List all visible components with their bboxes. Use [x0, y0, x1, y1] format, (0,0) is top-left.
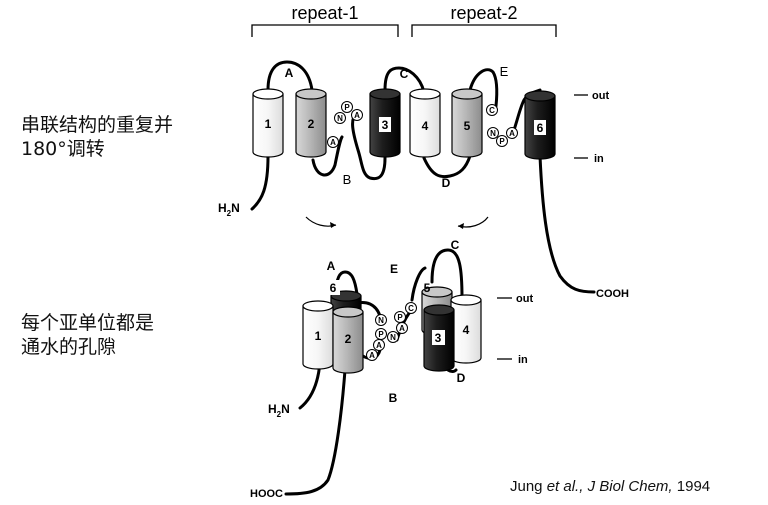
- bottom-npa-motif-right: C P N A: [387, 302, 417, 343]
- svg-text:N: N: [378, 316, 384, 325]
- helix-label: 2: [345, 332, 352, 346]
- helix-label: 1: [315, 329, 322, 343]
- top-npa-motif-2: C N P A: [486, 104, 518, 147]
- bottom-loop-label-b: B: [389, 391, 398, 405]
- helix-label: 5: [464, 119, 471, 133]
- bottom-npa-motif-left: N P A A: [366, 314, 387, 361]
- residue-circle: N: [487, 127, 499, 139]
- citation-journal: J Biol Chem,: [587, 478, 673, 495]
- top-c-terminus: COOH: [596, 288, 629, 300]
- residue-circle: N: [387, 331, 399, 343]
- residue-circle: A: [351, 109, 363, 121]
- top-out-label: out: [592, 90, 609, 102]
- svg-text:P: P: [397, 313, 403, 322]
- top-in-label: in: [594, 153, 604, 165]
- loop-label-a: A: [285, 66, 294, 80]
- top-helix-3: 3: [369, 88, 401, 158]
- svg-text:A: A: [369, 351, 375, 360]
- helix-label: 1: [265, 117, 272, 131]
- loop-label-e: E: [500, 64, 509, 79]
- loop-label-d: D: [442, 176, 451, 190]
- bottom-helix-3: 3: [423, 304, 455, 372]
- loop-label-b: B: [343, 172, 352, 187]
- svg-text:C: C: [408, 304, 414, 313]
- citation-year: 1994: [676, 478, 711, 495]
- svg-text:H2N: H2N: [218, 201, 240, 218]
- bottom-helix-2: 2: [332, 306, 364, 374]
- bottom-loop-label-d: D: [457, 371, 466, 385]
- residue-circle: N: [334, 112, 346, 124]
- top-helix-5: 5: [451, 88, 483, 158]
- helix-label: 6: [330, 281, 337, 295]
- residue-circle: P: [341, 101, 353, 113]
- residue-circle: A: [396, 322, 408, 334]
- repeat-caption: 串联结构的重复并 180°调转: [21, 113, 173, 161]
- top-helix-4: 4: [409, 88, 441, 158]
- helix-label: 4: [463, 323, 470, 337]
- svg-text:A: A: [509, 129, 515, 138]
- helix-label: 2: [308, 117, 315, 131]
- residue-circle: N: [375, 314, 387, 326]
- bottom-loop-label-e: E: [390, 262, 398, 276]
- svg-text:A: A: [354, 111, 360, 120]
- bottom-helix-4: 4: [450, 294, 482, 364]
- svg-text:N: N: [390, 333, 396, 342]
- pore-caption-line-1: 每个亚单位都是: [21, 312, 155, 334]
- top-helix-6: 6: [524, 90, 556, 160]
- repeat-brackets: [251, 24, 557, 37]
- arrowhead-left: [330, 222, 336, 228]
- helix-label: 6: [537, 121, 544, 135]
- top-loops: [250, 60, 596, 294]
- bottom-out-label: out: [516, 293, 533, 305]
- helix-label: 4: [422, 119, 429, 133]
- residue-circle: P: [375, 328, 387, 340]
- svg-text:P: P: [499, 137, 505, 146]
- residue-circle: A: [327, 136, 339, 148]
- residue-circle: P: [394, 311, 406, 323]
- top-helix-2: 2: [295, 88, 327, 158]
- svg-text:A: A: [399, 324, 405, 333]
- arrowhead-right: [458, 223, 464, 229]
- svg-text:N: N: [337, 114, 343, 123]
- residue-circle: C: [405, 302, 417, 314]
- residue-circle: P: [496, 135, 508, 147]
- svg-text:P: P: [378, 330, 384, 339]
- citation-etal: et al.,: [546, 478, 584, 495]
- repeat-1-label: repeat-1: [291, 3, 358, 23]
- bottom-c-terminus: HOOC: [250, 488, 283, 500]
- top-n-terminus: H2N: [218, 201, 240, 218]
- bottom-n-terminus: H2N: [268, 402, 290, 419]
- svg-text:H2N: H2N: [268, 402, 290, 419]
- pore-caption: 每个亚单位都是 通水的孔隙: [21, 311, 154, 359]
- svg-text:N: N: [490, 129, 496, 138]
- residue-circle: A: [366, 349, 378, 361]
- residue-circle: A: [373, 339, 385, 351]
- helix-label: 3: [435, 331, 442, 345]
- svg-text:A: A: [330, 138, 336, 147]
- top-helix-1: 1: [252, 88, 284, 158]
- repeat-2-label: repeat-2: [450, 3, 517, 23]
- bottom-loop-label-c: C: [451, 238, 460, 252]
- helix-label: 5: [424, 281, 431, 295]
- loop-label-c: C: [400, 67, 409, 81]
- repeat-caption-line-2: 180°调转: [21, 138, 105, 160]
- bottom-in-label: in: [518, 354, 528, 366]
- svg-text:A: A: [376, 341, 382, 350]
- residue-circle: A: [506, 127, 518, 139]
- svg-text:C: C: [489, 106, 495, 115]
- repeat-caption-line-1: 串联结构的重复并: [21, 114, 174, 136]
- bottom-loop-label-a: A: [327, 259, 336, 273]
- citation: Jung et al., J Biol Chem, 1994: [510, 478, 710, 495]
- residue-circle: C: [486, 104, 498, 116]
- bottom-helix-1: 1: [302, 300, 334, 370]
- svg-text:P: P: [344, 103, 350, 112]
- helix-label: 3: [382, 118, 389, 132]
- citation-authors: Jung: [510, 478, 543, 495]
- top-npa-motif-1: A N P A: [327, 101, 363, 148]
- pore-caption-line-2: 通水的孔隙: [21, 336, 117, 358]
